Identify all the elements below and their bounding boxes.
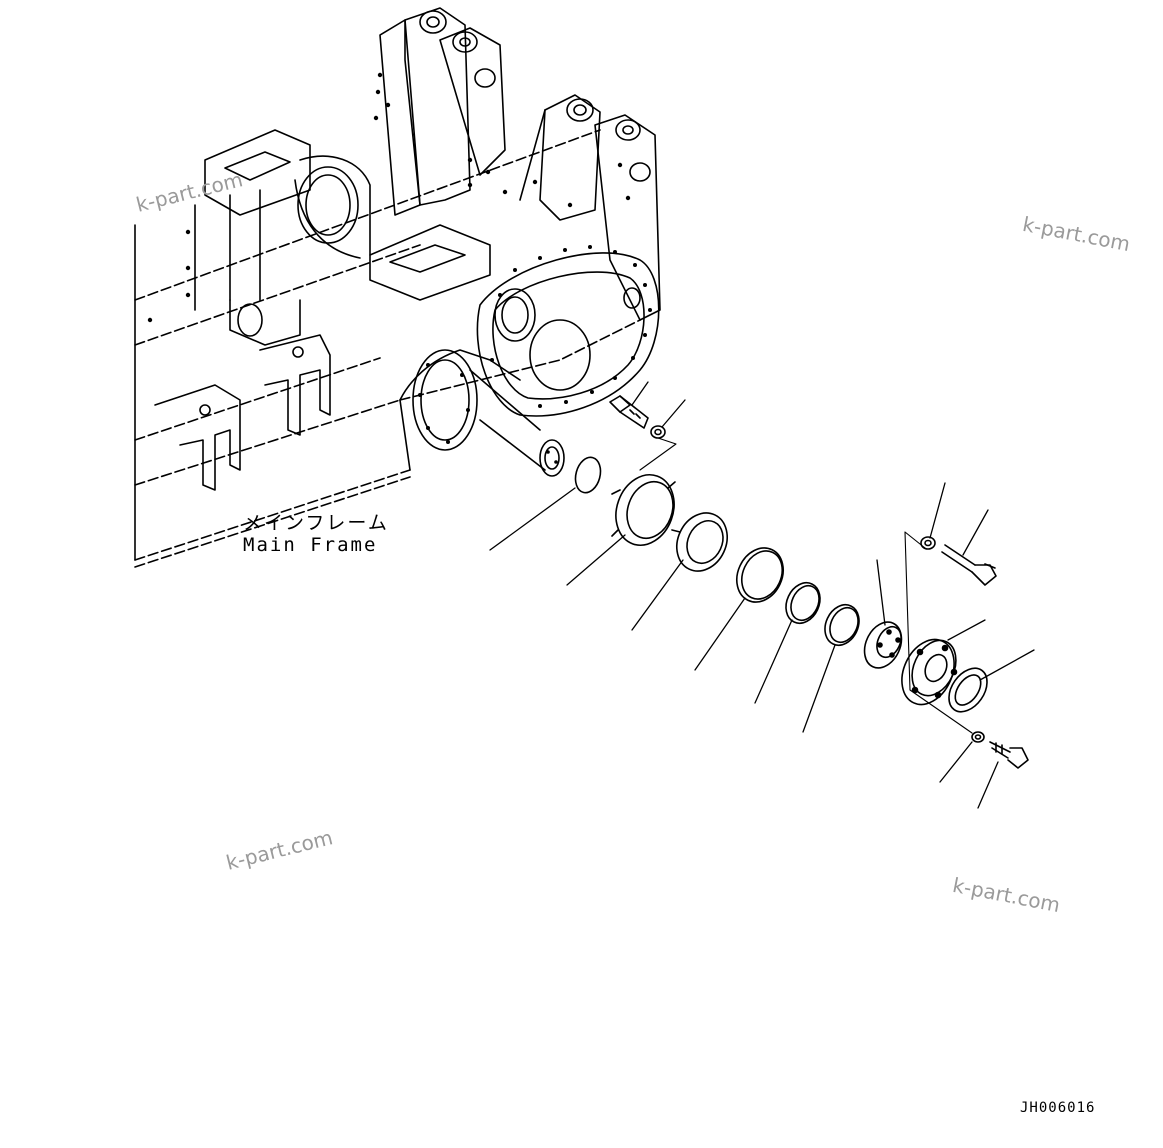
main-frame-label-en: Main Frame <box>243 534 378 556</box>
o-ring-2-inner <box>740 550 784 600</box>
bolt-upper <box>609 395 649 429</box>
washer-right-lower <box>971 731 985 743</box>
leader-lines <box>489 381 1035 809</box>
tie-lines <box>639 437 973 734</box>
o-ring-4-inner <box>829 606 859 644</box>
flange-cover <box>901 638 958 706</box>
drawing-code: JH006016 <box>1020 1100 1096 1116</box>
washer-right-upper <box>920 536 936 550</box>
main-frame-label-jp: メインフレーム <box>243 512 389 534</box>
frame-bolt-holes <box>147 72 652 464</box>
oil-seal <box>676 512 728 572</box>
main-frame-drawing <box>134 7 661 568</box>
bolt-right-lower <box>989 741 1029 769</box>
o-ring-4 <box>824 604 860 646</box>
hub-plate <box>863 621 903 669</box>
o-ring-2 <box>736 547 784 603</box>
o-ring-3-inner <box>790 584 820 622</box>
o-ring-1 <box>574 456 602 494</box>
spacer-ring <box>948 667 988 713</box>
bolt-right-upper <box>941 544 997 586</box>
retainer-cover <box>611 474 681 546</box>
o-ring-3 <box>785 582 821 624</box>
washer-upper <box>650 425 666 439</box>
